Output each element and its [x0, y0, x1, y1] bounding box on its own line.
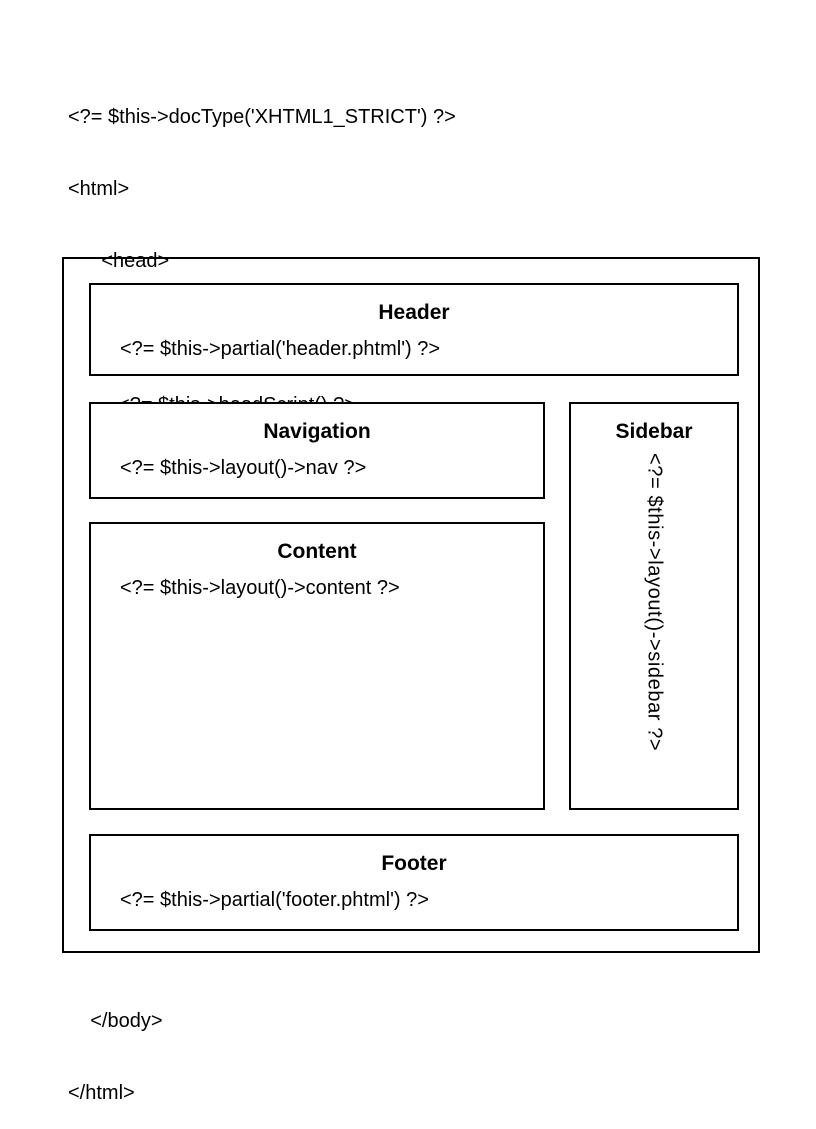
code-line-body-close: </body> [68, 1010, 163, 1032]
header-region: Header <?= $this->partial('header.phtml'… [89, 283, 739, 376]
content-region: Content <?= $this->layout()->content ?> [89, 522, 545, 810]
page: { "colors": { "background": "#ffffff", "… [62, 106, 760, 1104]
footer-region: Footer <?= $this->partial('footer.phtml'… [89, 834, 739, 931]
body-layout-box: Header <?= $this->partial('header.phtml'… [62, 257, 760, 953]
header-partial-code: <?= $this->partial('header.phtml') ?> [120, 338, 441, 360]
code-line-html-open: <html> [68, 178, 130, 200]
code-line-html-close: </html> [68, 1082, 135, 1104]
code-line-doctype: <?= $this->docType('XHTML1_STRICT') ?> [68, 106, 456, 128]
sidebar-region-title: Sidebar [615, 420, 693, 443]
navigation-region: Navigation <?= $this->layout()->nav ?> [89, 402, 545, 499]
navigation-layout-code: <?= $this->layout()->nav ?> [120, 457, 367, 479]
header-region-title: Header [378, 301, 450, 324]
sidebar-region: Sidebar <?= $this->layout()->sidebar ?> [569, 402, 739, 810]
code-line-head-open: <head> [68, 250, 170, 272]
footer-partial-code: <?= $this->partial('footer.phtml') ?> [120, 889, 429, 911]
sidebar-layout-code: <?= $this->layout()->sidebar ?> [643, 453, 666, 752]
footer-region-title: Footer [381, 852, 447, 875]
navigation-region-title: Navigation [263, 420, 371, 443]
content-layout-code: <?= $this->layout()->content ?> [120, 577, 400, 599]
content-region-title: Content [277, 540, 357, 563]
bottom-code-block: </body> </html> [68, 961, 163, 1129]
